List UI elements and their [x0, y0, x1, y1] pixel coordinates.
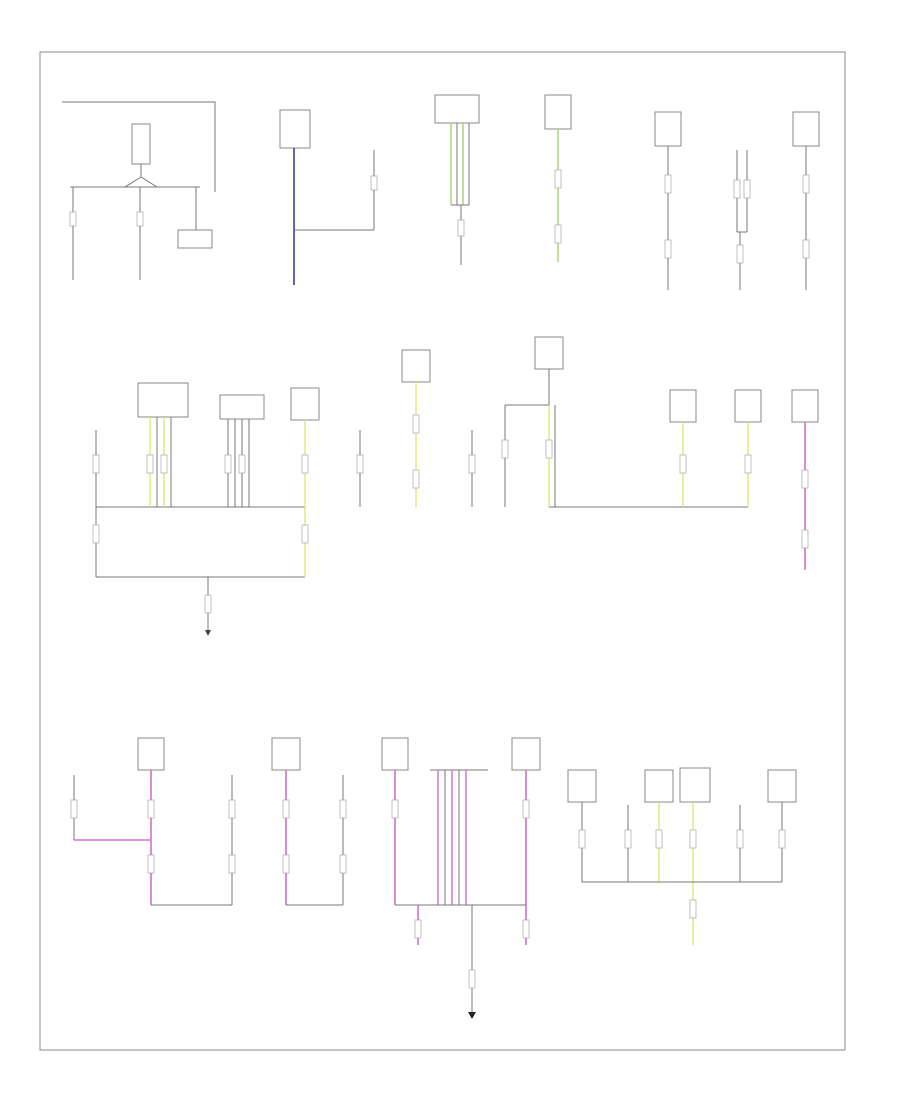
component-box	[767, 769, 797, 803]
battery	[131, 123, 151, 165]
component-box	[137, 382, 189, 418]
component-box	[567, 769, 597, 803]
lower-right-ground-bus	[381, 737, 541, 1019]
battery-ground-section	[62, 101, 216, 280]
right-ground-bus	[501, 336, 819, 570]
connector-group	[654, 111, 682, 290]
component-box	[401, 349, 431, 383]
component-box	[644, 769, 674, 803]
component-box	[679, 767, 711, 803]
component-box	[734, 389, 762, 423]
battery-monitoring-module	[177, 229, 213, 249]
component-box	[381, 737, 409, 771]
component-box	[271, 737, 301, 771]
connector-group	[792, 111, 820, 290]
ground-point	[205, 630, 211, 636]
component-box	[544, 94, 572, 130]
component-box	[534, 336, 564, 370]
component-box	[434, 94, 480, 124]
component-box	[290, 387, 320, 421]
engine-ground-wiring	[279, 109, 378, 285]
component-box	[792, 111, 820, 147]
component-box	[219, 394, 265, 420]
lower-left-ground-bus	[70, 737, 236, 906]
bottom-right-ground-bus	[567, 767, 797, 945]
diagram-border	[39, 51, 846, 1051]
component-box	[669, 389, 697, 423]
component-box	[279, 109, 311, 149]
lower-middle-ground-bus	[271, 737, 347, 906]
component-box	[511, 737, 541, 771]
connector-group	[401, 349, 476, 507]
connector-group	[544, 94, 572, 262]
component-box	[654, 111, 682, 147]
connector-group	[733, 150, 751, 290]
component-box	[791, 389, 819, 423]
ground-point	[468, 1012, 476, 1019]
connector-group	[434, 94, 480, 265]
component-box	[137, 737, 165, 771]
left-ground-bus	[92, 382, 364, 636]
